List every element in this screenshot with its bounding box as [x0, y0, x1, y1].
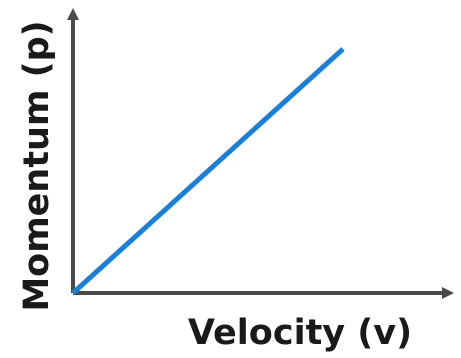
y-axis-label: Momentum (p) — [17, 20, 57, 311]
series-layer — [71, 47, 345, 295]
series-line-0 — [71, 47, 345, 295]
x-axis-label: Velocity (v) — [188, 313, 412, 353]
